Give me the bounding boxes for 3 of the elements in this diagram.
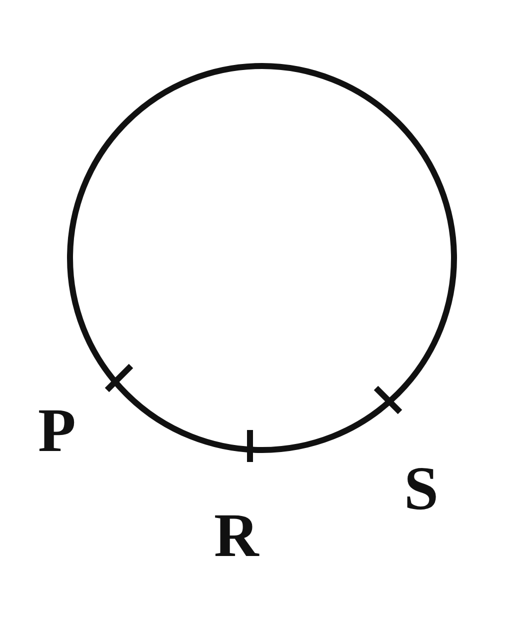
point-label: S — [404, 458, 438, 520]
point-label: R — [214, 505, 259, 567]
point-label: P — [38, 400, 76, 462]
